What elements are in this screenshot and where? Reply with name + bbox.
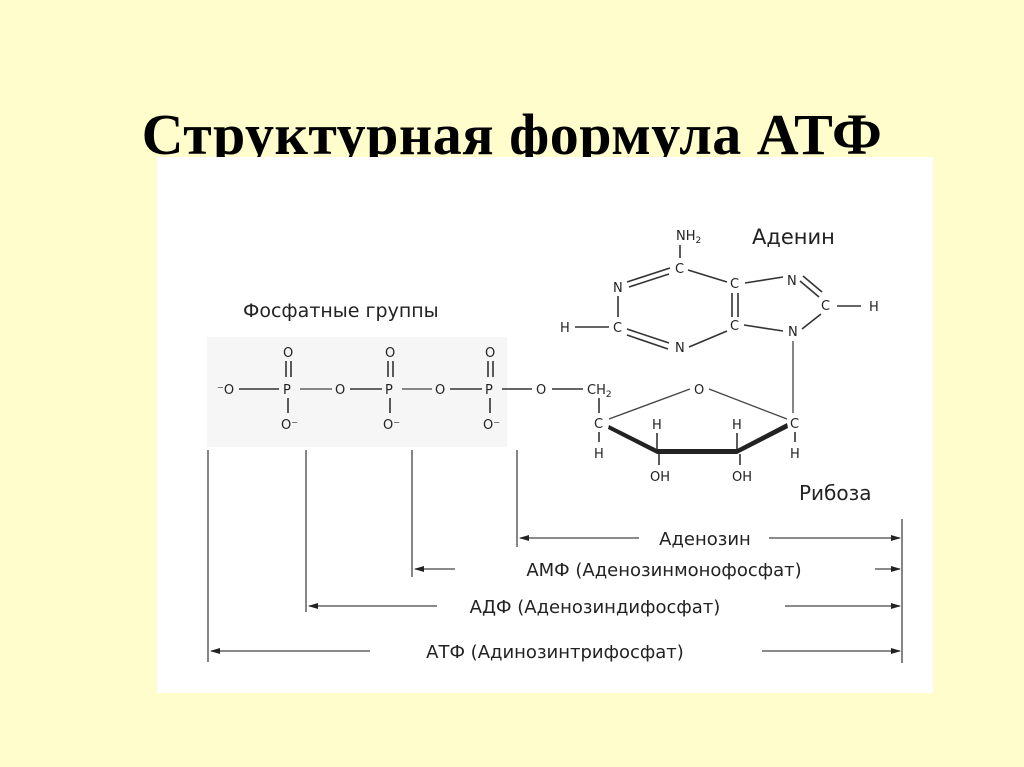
atom-h: H bbox=[732, 418, 742, 433]
ribose-label: Рибоза bbox=[799, 481, 872, 505]
slide-title: Структурная формула АТФ bbox=[141, 102, 883, 167]
atom-p: P bbox=[283, 383, 291, 398]
bracket-label-atp: АТФ (Адинозинтрифосфат) bbox=[426, 642, 684, 663]
atom-h: H bbox=[869, 300, 879, 315]
bracket-label-amp: АМФ (Аденозинмонофосфат) bbox=[526, 560, 801, 581]
phosphate-groups-label: Фосфатные группы bbox=[243, 300, 439, 322]
atom-o: O bbox=[536, 383, 546, 398]
atom-h: H bbox=[560, 321, 570, 336]
atom-o: O bbox=[694, 383, 704, 398]
atom-c: C bbox=[821, 299, 830, 314]
atom-c: C bbox=[594, 417, 603, 432]
atom-c: C bbox=[790, 417, 799, 432]
atom-ch2: CH2 bbox=[587, 383, 612, 400]
atom-nh2: NH2 bbox=[676, 229, 701, 246]
atom-o-minus: O⁻ bbox=[383, 418, 400, 433]
atom-n: N bbox=[788, 325, 798, 340]
atom-o: O bbox=[435, 383, 445, 398]
atom-c: C bbox=[730, 319, 739, 334]
atom-o-minus: O⁻ bbox=[281, 418, 298, 433]
atom-oh: OH bbox=[732, 470, 752, 485]
component-brackets: Аденозин АМФ (Аденозинмонофосфат) АДФ (А… bbox=[207, 450, 903, 663]
atom-n: N bbox=[787, 274, 797, 289]
atom-o: O bbox=[485, 346, 495, 361]
bracket-label-adp: АДФ (Аденозиндифосфат) bbox=[470, 597, 721, 618]
atom-h: H bbox=[790, 447, 800, 462]
atom-p: P bbox=[385, 383, 393, 398]
atom-o: O bbox=[283, 346, 293, 361]
atom-h: H bbox=[594, 447, 604, 462]
atom-c: C bbox=[730, 277, 739, 292]
atom-p: P bbox=[485, 383, 493, 398]
atom-n: N bbox=[675, 341, 685, 356]
phosphate-chain: ⁻O O P O⁻ O O P O⁻ O O P bbox=[217, 346, 583, 433]
atom-h: H bbox=[652, 418, 662, 433]
atom-c: C bbox=[675, 262, 684, 277]
atom-o-minus: ⁻O bbox=[217, 383, 234, 398]
atom-n: N bbox=[613, 281, 623, 296]
atom-o: O bbox=[335, 383, 345, 398]
atom-o-minus: O⁻ bbox=[483, 418, 500, 433]
ribose-structure: CH2 C H O C H H H OH OH bbox=[587, 383, 800, 485]
atom-o: O bbox=[385, 346, 395, 361]
atom-c: C bbox=[613, 321, 622, 336]
atom-oh: OH bbox=[650, 470, 670, 485]
adenine-label: Аденин bbox=[752, 225, 835, 249]
adenine-structure: NH2 C N C H N C C N C H N bbox=[560, 229, 879, 413]
atp-structure-diagram: Аденин Фосфатные группы Рибоза NH2 C N C… bbox=[157, 157, 933, 693]
bracket-label-adenosine: Аденозин bbox=[659, 529, 751, 550]
